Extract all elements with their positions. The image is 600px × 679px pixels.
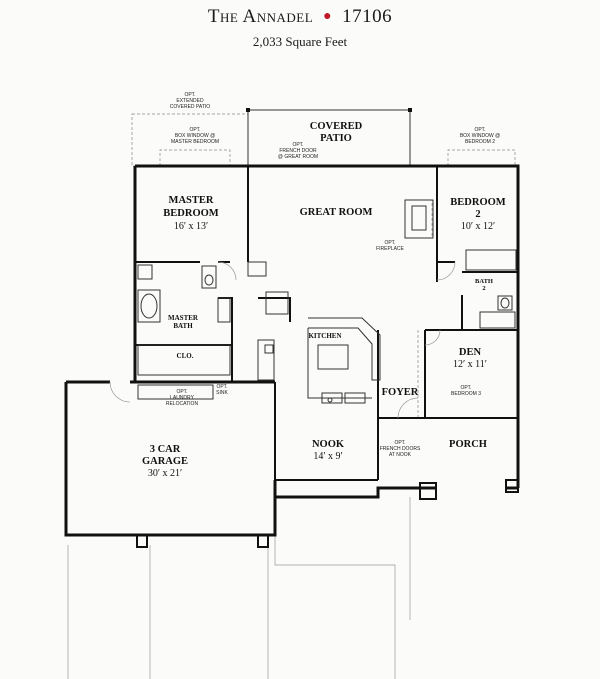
optional-note-text: OPT.	[460, 385, 471, 391]
optional-note-text: LAUNDRY	[170, 395, 194, 401]
label-master-bedroom-1: MASTER	[169, 195, 214, 206]
label-master-bedroom-2: BEDROOM	[163, 208, 219, 219]
label-den: DEN	[459, 347, 482, 358]
optional-note-text: BOX WINDOW @	[460, 133, 500, 139]
label-nook: NOOK	[312, 439, 345, 450]
label-bedroom2-2: 2	[475, 209, 480, 220]
label-bedroom2-1: BEDROOM	[450, 197, 506, 208]
room-labels: COVERED PATIO MASTER BEDROOM 16′ x 13′ G…	[142, 121, 506, 479]
label-garage-1: 3 CAR	[150, 444, 181, 455]
optional-note-text: OPT.	[292, 142, 303, 148]
optional-note-text: AT NOOK	[389, 452, 412, 458]
plan-name: The Annadel	[207, 6, 314, 27]
label-master-bedroom-size: 16′ x 13′	[174, 221, 208, 232]
bath2-fixtures	[465, 249, 517, 329]
interior-walls	[135, 166, 518, 481]
label-foyer: FOYER	[382, 387, 419, 398]
label-bedroom2-size: 10′ x 12′	[461, 221, 495, 232]
door-swings	[109, 261, 456, 419]
exterior-walls	[64, 164, 520, 537]
garage-fixtures	[137, 339, 275, 400]
optional-note-text: EXTENDED	[176, 98, 204, 104]
optional-note-text: SINK	[216, 390, 228, 396]
optional-note-text: FRENCH DOOR	[279, 148, 317, 154]
optional-outlines	[131, 113, 516, 418]
label-covered-patio-1: COVERED	[310, 121, 363, 132]
label-covered-patio-2: PATIO	[320, 133, 352, 144]
great-room-columns	[247, 199, 434, 315]
label-master-bath-2: BATH	[173, 322, 193, 330]
label-den-size: 12′ x 11′	[453, 359, 487, 370]
optional-note-text: BEDROOM 2	[465, 139, 495, 145]
optional-note-text: RELOCATION	[166, 401, 199, 407]
label-bath2-2: 2	[482, 285, 485, 292]
optional-note-text: MASTER BEDROOM	[171, 139, 219, 145]
title-separator-dot: ●	[323, 9, 333, 24]
optional-note-text: OPT.	[189, 127, 200, 133]
optional-note-text: OPT.	[394, 440, 405, 446]
label-kitchen: KITCHEN	[308, 332, 341, 340]
square-footage: 2,033 Square Feet	[252, 34, 348, 49]
plan-number: 17106	[342, 6, 393, 27]
optional-note-text: FIREPLACE	[376, 246, 404, 252]
porch-columns	[136, 479, 519, 548]
label-closet: CLO.	[177, 352, 194, 360]
optional-note-text: COVERED PATIO	[170, 104, 210, 110]
optional-note-text: @ GREAT ROOM	[278, 154, 318, 160]
optional-note-text: BOX WINDOW @	[175, 133, 215, 139]
label-master-bath-1: MASTER	[168, 314, 199, 322]
optional-note-text: OPT.	[474, 127, 485, 133]
label-bath2-1: BATH	[475, 278, 493, 285]
kitchen-counters	[307, 317, 381, 404]
label-porch: PORCH	[449, 439, 487, 450]
master-bath-fixtures	[137, 264, 231, 376]
optional-note-text: OPT.	[216, 384, 227, 390]
optional-note-text: OPT.	[176, 389, 187, 395]
optional-note-text: OPT.	[184, 92, 195, 98]
driveway-lines	[67, 480, 411, 679]
optional-note-text: BEDROOM 3	[451, 391, 481, 397]
label-nook-size: 14′ x 9′	[313, 451, 342, 462]
plan-title: The Annadel ● 17106	[0, 6, 600, 28]
label-garage-2: GARAGE	[142, 456, 188, 467]
label-great-room: GREAT ROOM	[300, 207, 373, 218]
optional-note-text: OPT.	[384, 240, 395, 246]
optional-notes: OPT. EXTENDED COVERED PATIO OPT. BOX WIN…	[166, 92, 500, 458]
optional-note-text: FRENCH DOORS	[380, 446, 421, 452]
label-garage-size: 30′ x 21′	[148, 468, 182, 479]
